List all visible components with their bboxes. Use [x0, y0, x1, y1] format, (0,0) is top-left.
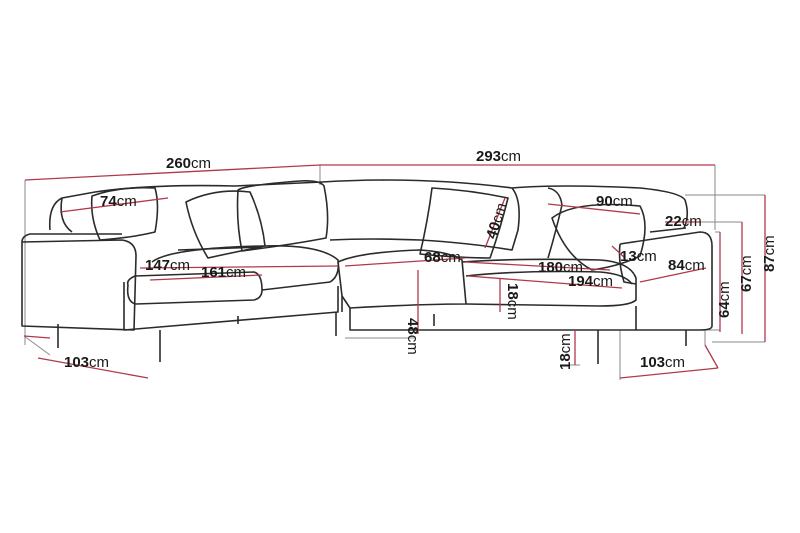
unit: cm [761, 235, 778, 256]
unit: cm [593, 273, 614, 290]
value: 87 [761, 255, 778, 272]
unit: cm [116, 193, 137, 210]
label-seat-right-outer: 194cm [568, 274, 613, 289]
label-armrest-height: 67cm [738, 255, 755, 292]
value: 22 [665, 213, 682, 230]
label-total-height: 87cm [761, 235, 778, 272]
unit: cm [716, 281, 733, 302]
dimension-lines [23, 164, 766, 379]
value: 48 [404, 318, 421, 335]
guide-lines [23, 165, 765, 380]
unit: cm [404, 334, 421, 355]
unit: cm [440, 249, 461, 266]
label-back-cushion-right: 90cm [596, 194, 633, 209]
value: 103 [64, 354, 90, 371]
label-seat-right-inner: 180cm [538, 260, 583, 275]
label-depth-right-bottom: 103cm [640, 355, 685, 370]
unit: cm [684, 257, 705, 274]
value: 161 [201, 264, 227, 281]
label-leg-height: 18cm [557, 333, 574, 370]
value: 64 [716, 301, 733, 318]
unit: cm [563, 259, 584, 276]
label-depth-left-bottom: 103cm [64, 355, 109, 370]
unit: cm [170, 257, 191, 274]
label-armrest-thickness: 13cm [620, 249, 657, 264]
label-seat-cushion-thickness: 18cm [504, 283, 521, 320]
value: 84 [668, 257, 685, 274]
label-depth-right: 84cm [668, 258, 705, 273]
sofa-outline [21, 179, 713, 364]
unit: cm [89, 354, 110, 371]
label-corner-seat: 68cm [424, 250, 461, 265]
value: 18 [557, 353, 574, 370]
label-seat-left-inner: 147cm [145, 258, 190, 273]
value: 13 [620, 248, 637, 265]
unit: cm [612, 193, 633, 210]
label-seat-left-outer: 161cm [201, 265, 246, 280]
unit: cm [557, 333, 574, 354]
value: 90 [596, 193, 613, 210]
value: 18 [504, 283, 521, 300]
value: 293 [476, 148, 502, 165]
unit: cm [504, 299, 521, 320]
unit: cm [226, 264, 247, 281]
value: 147 [145, 257, 171, 274]
value: 260 [166, 155, 192, 172]
value: 74 [100, 193, 117, 210]
value: 103 [640, 354, 666, 371]
unit: cm [501, 148, 522, 165]
unit: cm [738, 255, 755, 276]
unit: cm [191, 155, 212, 172]
value: 67 [738, 275, 755, 292]
label-back-cushion-left: 74cm [100, 194, 137, 209]
label-seat-height: 48cm [404, 318, 421, 355]
unit: cm [665, 354, 686, 371]
value: 180 [538, 259, 564, 276]
label-total-width-right: 293cm [476, 149, 521, 164]
unit: cm [681, 213, 702, 230]
unit: cm [636, 248, 657, 265]
label-back-height: 64cm [716, 281, 733, 318]
value: 68 [424, 249, 441, 266]
label-armrest-top: 22cm [665, 214, 702, 229]
value: 194 [568, 273, 594, 290]
label-total-width-left: 260cm [166, 156, 211, 171]
